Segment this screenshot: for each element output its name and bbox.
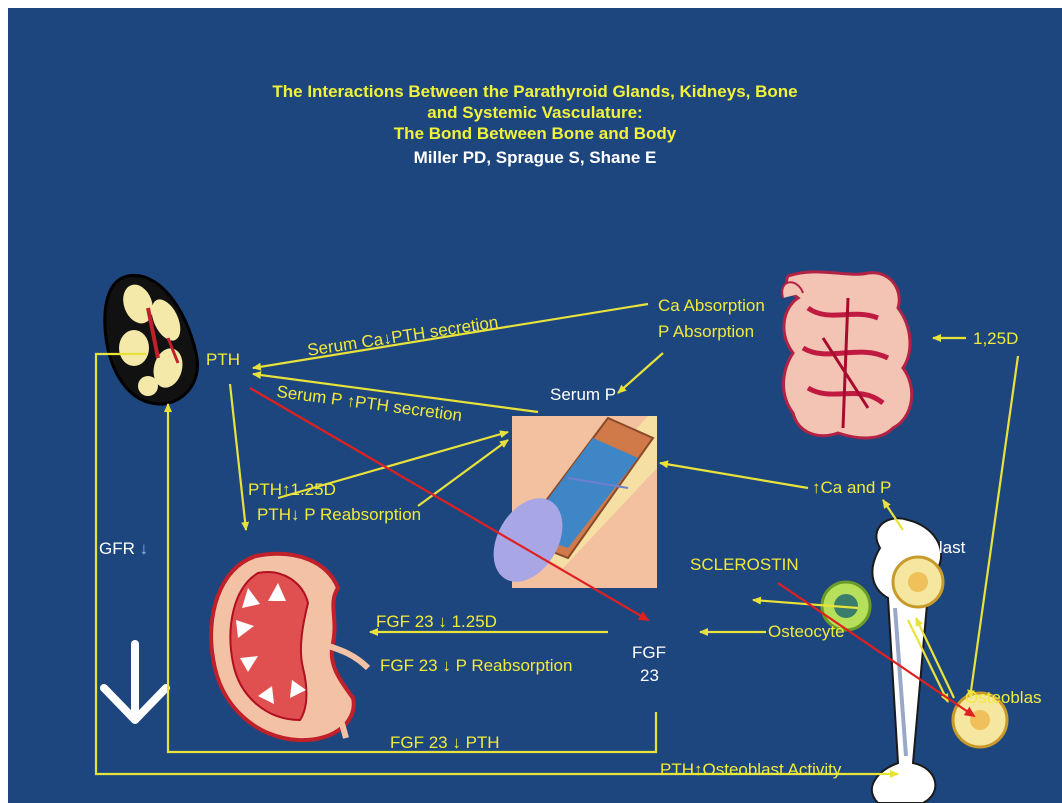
title-line-2: and Systemic Vasculature: [8,102,1062,123]
label-pth-p-reabs: PTH↓ P Reabsorption [257,505,421,525]
label-fgf-line2: 23 [640,666,659,686]
intestine-icon [782,272,912,438]
bone-icon [822,518,1007,803]
label-fgf-line1: FGF [632,643,666,663]
title-line-3: The Bond Between Bone and Body [8,123,1062,144]
slide: The Interactions Between the Parathyroid… [8,8,1062,803]
label-pth-osteoblast: PTH↑Osteoblast Activity [660,760,841,780]
label-fgf-p-reabs: FGF 23 ↓ P Reabsorption [380,656,572,676]
label-fgf-pth: FGF 23 ↓ PTH [390,733,500,753]
arrow-pth-to-kidney [230,384,246,530]
label-p-absorption: P Absorption [658,322,754,342]
red-arrow-sclerostin-to-osteoblast [778,583,974,716]
kidney-icon [211,554,368,740]
label-ca-absorption: Ca Absorption [658,296,765,316]
label-serum-p: Serum P [550,385,616,405]
label-pth: PTH [206,350,240,370]
label-osteocyte: Osteocyte [768,622,845,642]
arrow-125d-to-osteoblast [970,356,1018,698]
authors: Miller PD, Sprague S, Shane E [8,147,1062,168]
parathyroid-gland-icon [105,275,198,404]
label-sclerostin: SCLEROSTIN [690,555,799,575]
gfr-down-arrow-icon: ↓ [140,539,149,558]
title-line-1: The Interactions Between the Parathyroid… [8,81,1062,102]
label-ca-and-p: ↑Ca and P [812,478,891,498]
large-down-arrow-icon [104,644,166,720]
label-calcitriol: 1,25D [973,329,1018,349]
arrow-kidney2-to-vessel [418,440,508,506]
gfr-text: GFR [99,539,135,558]
label-osteoblast: Osteoblas [965,688,1042,708]
label-pth-125d: PTH↑1.25D [248,480,336,500]
label-fgf-125d: FGF 23 ↓ 1.25D [376,612,497,632]
label-osteoclast: Osteoclast [885,538,965,558]
label-gfr: GFR ↓ [99,539,148,559]
arrow-capv-to-vessel [660,463,808,488]
arrow-absorption-to-serump [618,353,663,393]
